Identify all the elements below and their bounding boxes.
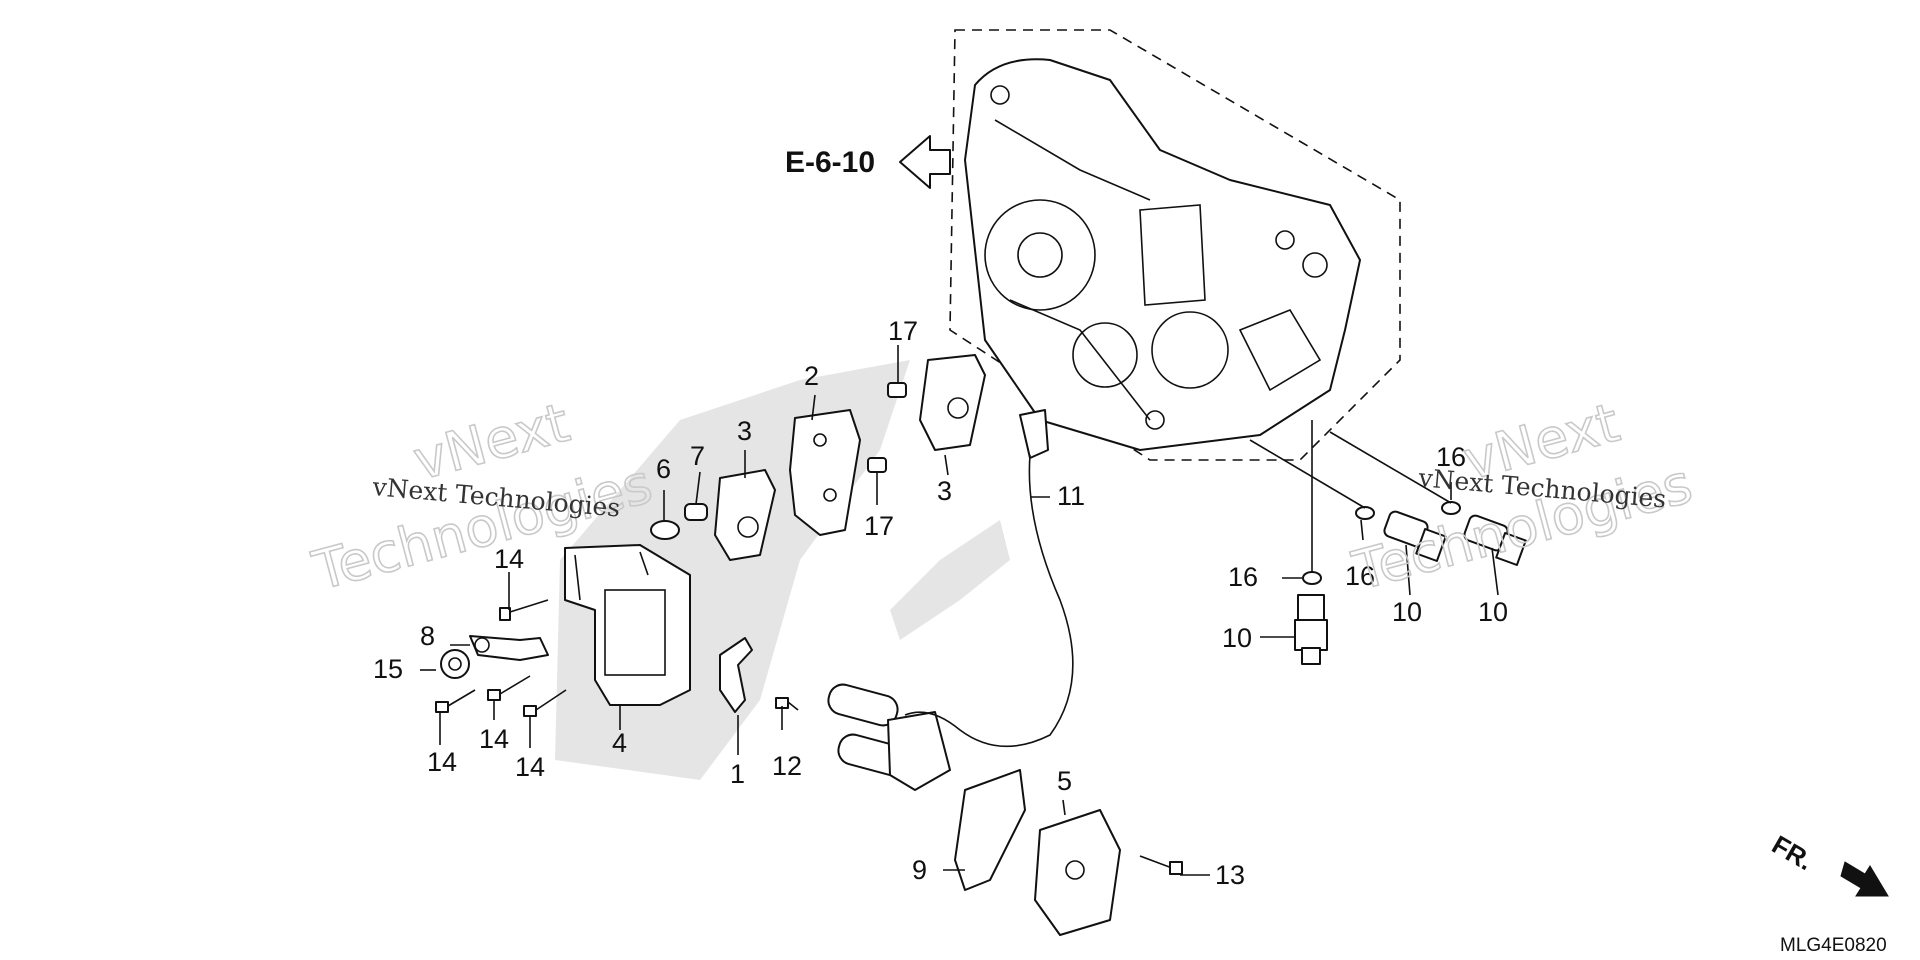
callout-16-b: 16: [1345, 561, 1375, 591]
washer-16-c: [1441, 501, 1461, 515]
callout-10-c: 10: [1478, 597, 1508, 627]
dowel-pin-upper: [887, 382, 907, 398]
crankcase-outline: [949, 29, 1401, 461]
seal-7: [684, 503, 708, 521]
callout-2: 2: [804, 361, 819, 391]
front-label: FR.: [1767, 829, 1818, 876]
gasket-right: [919, 354, 986, 451]
callout-10-a: 10: [1222, 623, 1252, 653]
gasket-9: [954, 769, 1026, 891]
callout-3-left: 3: [737, 416, 752, 446]
leader-lines: [420, 345, 1499, 876]
harness-11: [904, 409, 1074, 748]
watermark-right: vNext Technologies vNext Technologies: [1345, 390, 1699, 604]
cover-5: [1034, 809, 1121, 936]
callout-4: 4: [612, 728, 627, 758]
reference-label: E-6-10: [785, 146, 875, 179]
callout-5: 5: [1057, 766, 1072, 796]
callout-14-a: 14: [494, 544, 524, 574]
switch-10-a: [1294, 594, 1328, 665]
solenoid-valve: [827, 683, 951, 791]
switch-10-b: [1383, 510, 1447, 562]
callout-14-c: 14: [479, 724, 509, 754]
callout-12: 12: [772, 751, 802, 781]
callout-14-b: 14: [427, 747, 457, 777]
callout-11: 11: [1057, 481, 1085, 511]
callout-1: 1: [730, 759, 745, 789]
callout-14-d: 14: [515, 752, 545, 782]
callout-13: 13: [1215, 860, 1245, 890]
diagram-code: MLG4E0820: [1780, 935, 1887, 956]
callout-8: 8: [420, 621, 435, 651]
reference-arrow: [899, 135, 951, 189]
bolt-13: [1139, 855, 1183, 875]
callout-9: 9: [912, 855, 927, 885]
bolts-14: [435, 599, 567, 717]
o-ring-6: [650, 520, 680, 540]
clip-1: [719, 637, 753, 713]
dowel-pin-lower: [867, 457, 887, 473]
callout-7: 7: [690, 441, 705, 471]
callout-15: 15: [373, 654, 403, 684]
bracket-8: [469, 635, 549, 661]
valve-body-4: [564, 544, 691, 706]
callout-17-lower: 17: [864, 511, 894, 541]
washer-16-a: [1302, 571, 1322, 585]
callouts: 1 2 3 3 4 5 6 7 8 9 10 10 10 11 12 13 14…: [373, 316, 1508, 890]
callout-3-right: 3: [937, 476, 952, 506]
callout-17-top: 17: [888, 316, 918, 346]
grommet-15: [440, 649, 470, 679]
callout-10-b: 10: [1392, 597, 1422, 627]
crankcase-cover: [964, 58, 1361, 451]
watermark-left: vNext Technologies vNext Technologies: [305, 390, 659, 604]
washer-16-b: [1355, 506, 1375, 520]
callout-16-c: 16: [1436, 442, 1466, 472]
switch-10-c: [1463, 514, 1527, 566]
plate-2: [789, 409, 861, 536]
callout-6: 6: [656, 454, 671, 484]
gasket-left: [714, 469, 776, 561]
front-marker: FR.: [1767, 829, 1889, 897]
front-arrow-icon: [1840, 861, 1889, 897]
callout-16-a: 16: [1228, 562, 1258, 592]
